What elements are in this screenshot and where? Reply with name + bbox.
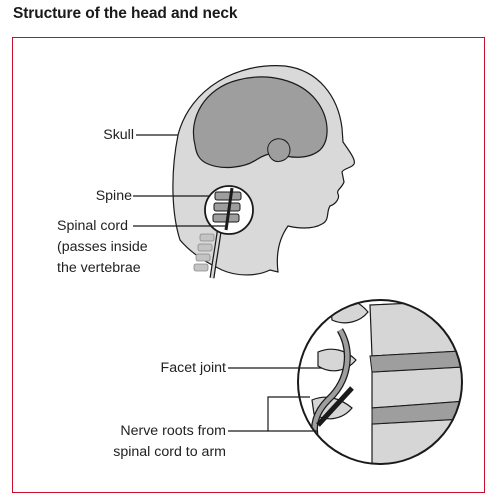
cerebellum <box>267 138 291 163</box>
label-nerve-roots-1: Nerve roots from <box>120 423 226 439</box>
label-facet-joint: Facet joint <box>160 360 226 376</box>
leader-lines <box>133 134 322 432</box>
label-nerve-roots-2: spinal cord to arm <box>113 444 226 460</box>
label-spinal-cord-note-2: the vertebrae <box>57 260 141 276</box>
neck-vertebrae <box>193 233 215 272</box>
diagram-frame <box>12 37 485 493</box>
label-spinal-cord-note-1: (passes inside <box>57 239 148 255</box>
label-spine: Spine <box>95 188 132 204</box>
neck-magnifier-vertebrae <box>212 191 242 223</box>
label-spinal-cord: Spinal cord <box>57 218 128 234</box>
page-title: Structure of the head and neck <box>13 5 238 22</box>
brain <box>193 76 328 169</box>
label-skull: Skull <box>103 127 134 143</box>
